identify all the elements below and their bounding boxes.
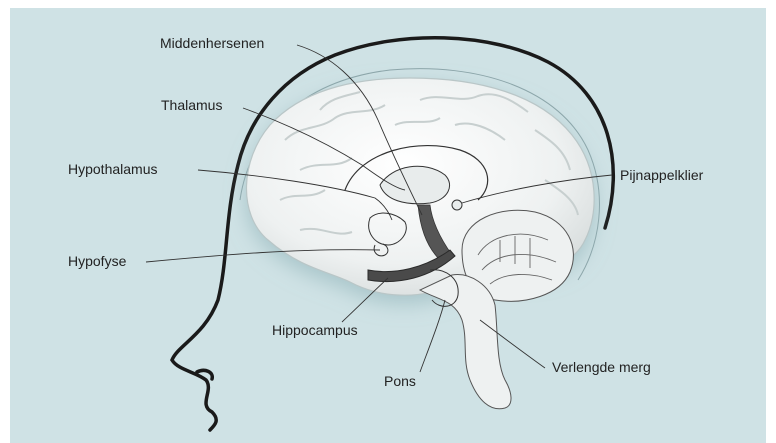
label-middenhersenen: Middenhersenen [160, 35, 264, 51]
leader-line-pons [420, 300, 445, 372]
label-hypothalamus: Hypothalamus [68, 161, 158, 177]
pineal-gland [452, 200, 462, 210]
label-hippocampus: Hippocampus [272, 322, 358, 338]
label-pijnappelklier: Pijnappelklier [620, 167, 704, 183]
label-pons: Pons [384, 373, 416, 389]
label-hypofyse: Hypofyse [68, 253, 127, 269]
label-thalamus: Thalamus [161, 97, 222, 113]
label-verlengde-merg: Verlengde merg [552, 359, 651, 375]
